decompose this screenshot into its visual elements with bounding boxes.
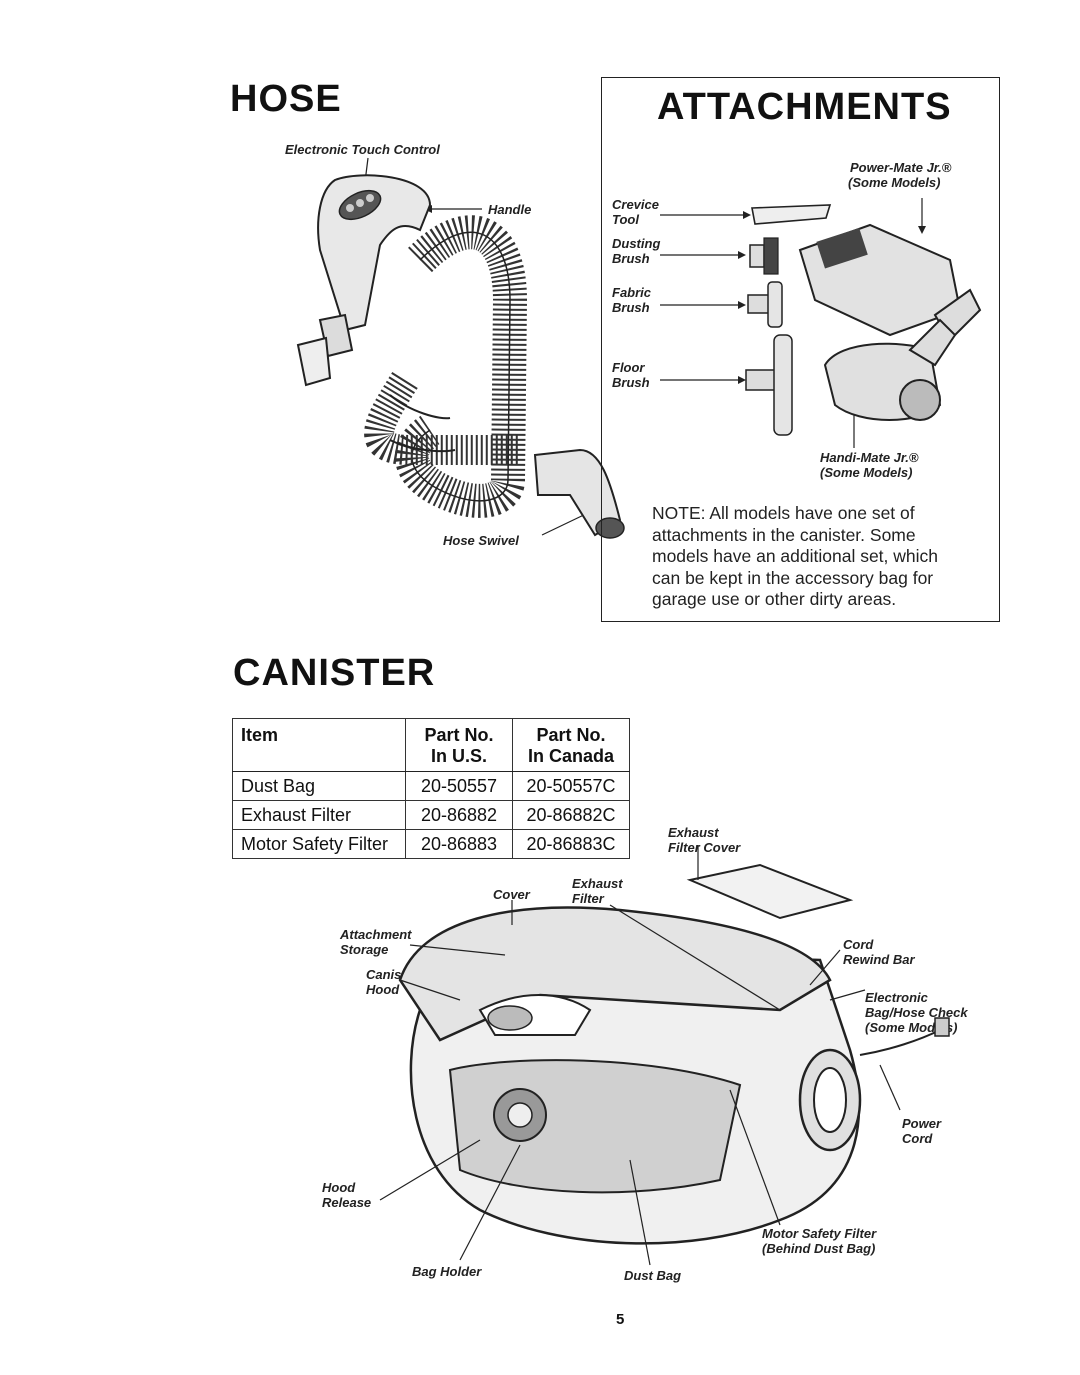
label-cover: Cover [493,887,530,902]
label-hose-swivel: Hose Swivel [443,533,519,548]
label-floor-brush: Floor Brush [612,360,650,390]
cell-part-canada: 20-86882C [512,800,630,830]
label-cord-rewind-bar: Cord Rewind Bar [843,937,915,967]
parts-table: Item Part No. In U.S. Part No. In Canada… [232,718,630,859]
label-power-mate-jr: Power-Mate Jr.® (Some Models) [848,160,952,190]
canister-heading: CANISTER [233,652,436,694]
attachments-note: NOTE: All models have one set of attachm… [652,503,939,609]
label-handi-mate-jr: Handi-Mate Jr.® (Some Models) [820,450,919,480]
table-row: Exhaust Filter 20-86882 20-86882C [232,800,630,830]
col-header-item: Item [232,718,406,772]
hose-heading: HOSE [230,78,342,120]
table-header-row: Item Part No. In U.S. Part No. In Canada [232,718,630,772]
attachments-heading: ATTACHMENTS [657,86,952,128]
label-power-cord: Power Cord [902,1116,942,1146]
label-bag-holder: Bag Holder [412,1264,482,1279]
table-row: Dust Bag 20-50557 20-50557C [232,771,630,801]
col-header-part-canada: Part No. In Canada [512,718,630,772]
label-dusting-brush: Dusting Brush [612,236,661,266]
cell-item: Exhaust Filter [232,800,406,830]
canister-illustration [379,845,950,1266]
label-electronic-touch-control: Electronic Touch Control [285,142,440,157]
label-fabric-brush: Fabric Brush [612,285,652,315]
label-hood-release: Hood Release [322,1180,372,1210]
label-handle: Handle [488,202,532,217]
table-row: Motor Safety Filter 20-86883 20-86883C [232,829,630,859]
label-crevice-tool: Crevice Tool [612,197,659,227]
label-exhaust-filter: Exhaust Filter [572,876,623,906]
cell-part-canada: 20-50557C [512,771,630,801]
label-exhaust-filter-cover: Exhaust Filter Cover [668,825,741,855]
cell-item: Dust Bag [232,771,406,801]
label-attachment-storage: Attachment Storage [340,927,412,957]
col-header-part-us: Part No. In U.S. [405,718,513,772]
cell-part-us: 20-86883 [405,829,513,859]
cell-part-canada: 20-86883C [512,829,630,859]
cell-part-us: 20-86882 [405,800,513,830]
hose-illustration [296,157,625,539]
attachments-illustration [660,198,982,448]
cell-part-us: 20-50557 [405,771,513,801]
cell-item: Motor Safety Filter [232,829,406,859]
attachments-box [601,77,1000,622]
label-motor-safety-filter: Motor Safety Filter (Behind Dust Bag) [762,1226,877,1256]
label-dust-bag: Dust Bag [624,1268,682,1283]
page-number: 5 [616,1311,625,1328]
